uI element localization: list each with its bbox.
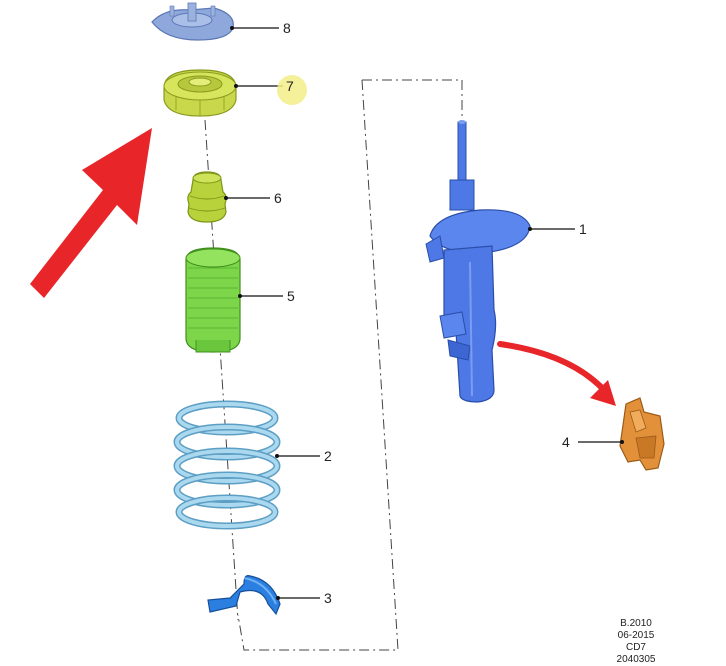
spring-seat-part [207, 575, 281, 616]
bump-stop-part [187, 171, 227, 223]
assembly-frame-line [362, 79, 463, 120]
bracket-pointer-arrow [497, 341, 616, 406]
callout-7: 7 [286, 78, 294, 94]
callout-3: 3 [324, 590, 332, 606]
coil-spring-part [173, 400, 281, 530]
callout-2: 2 [324, 448, 332, 464]
reference-line-1: B.2010 [620, 618, 652, 629]
diagram-reference-block: B.2010 06-2015 CD7 2040305 [617, 618, 656, 665]
highlight-arrow [30, 128, 152, 298]
reference-line-3: CD7 [626, 642, 646, 653]
strut-assembly-part [425, 120, 531, 403]
callout-6: 6 [274, 190, 282, 206]
dust-boot-part [185, 247, 241, 353]
callout-1: 1 [579, 221, 587, 237]
strut-bearing-part [163, 69, 237, 117]
reference-line-4: 2040305 [617, 654, 656, 665]
callout-5: 5 [287, 288, 295, 304]
top-mount-part [151, 2, 234, 41]
assembly-frame-left [237, 79, 399, 651]
reference-line-2: 06-2015 [618, 630, 655, 641]
callout-4: 4 [562, 434, 570, 450]
callout-7-highlight [277, 75, 307, 105]
callout-8: 8 [283, 20, 291, 36]
bracket-part [619, 397, 665, 471]
